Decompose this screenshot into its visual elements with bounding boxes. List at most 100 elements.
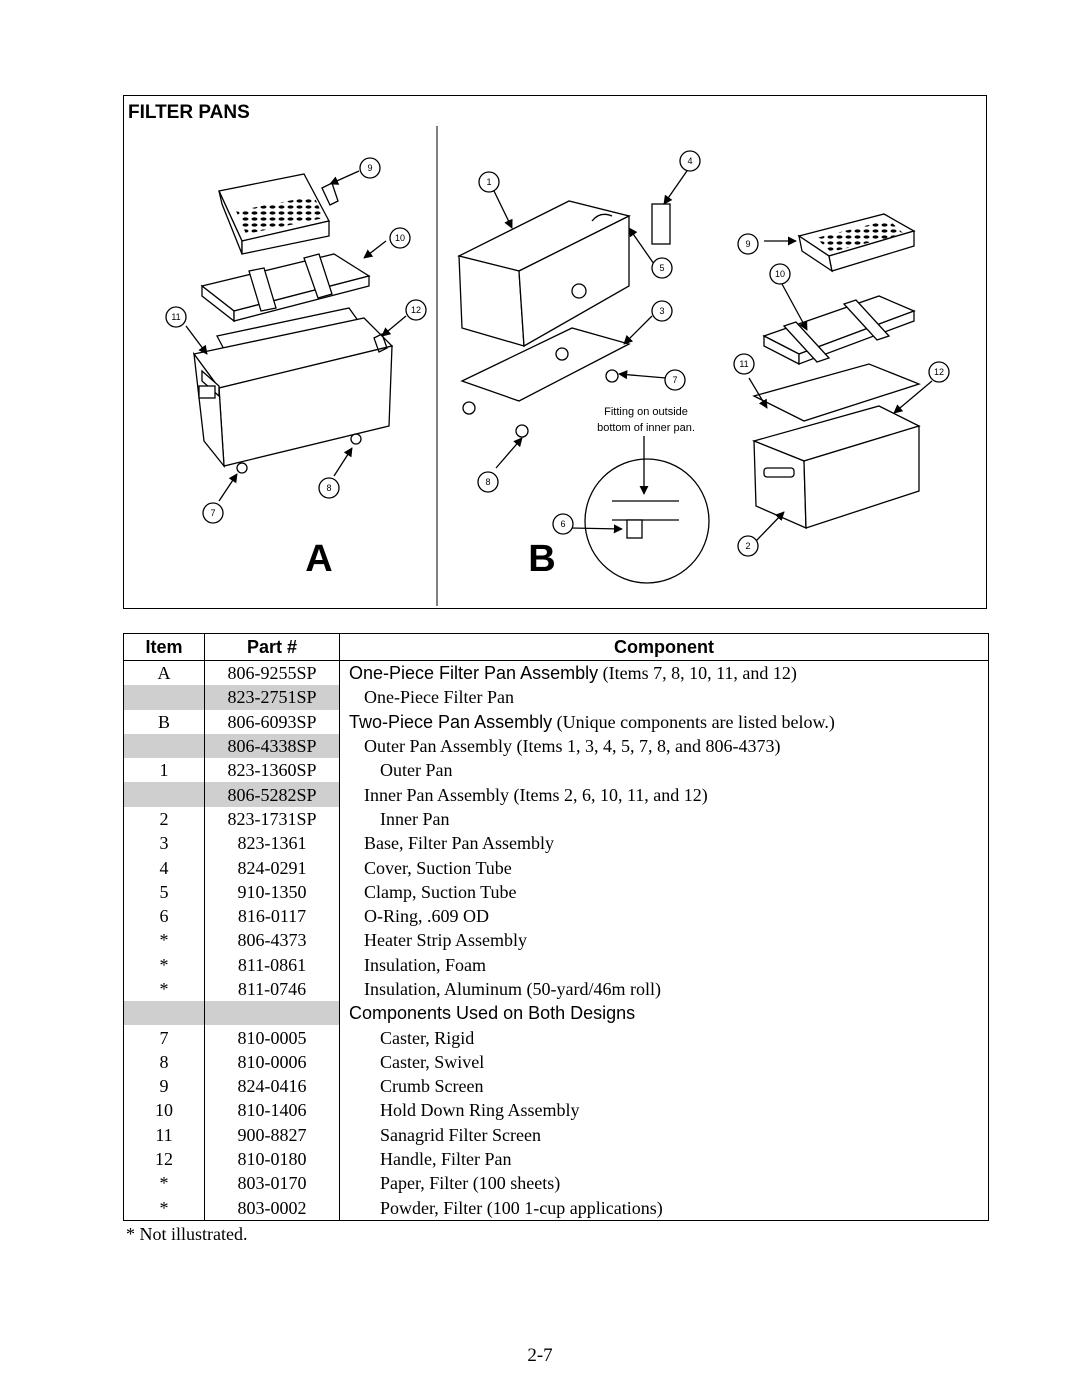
item-cell: 4 [123, 855, 205, 880]
header-item: Item [123, 633, 205, 661]
item-cell [123, 733, 205, 759]
item-cell: * [123, 928, 205, 953]
part-number-cell: 806-6093SP [204, 709, 340, 734]
component-name: Outer Pan Assembly (Items 1, 3, 4, 5, 7,… [364, 736, 781, 757]
component-name: Handle, Filter Pan [380, 1149, 512, 1170]
part-number-cell: 823-2751SP [204, 685, 340, 710]
component-cell: Crumb Screen [340, 1074, 989, 1098]
callout-a-7: 7 [210, 508, 215, 518]
callout-c-12: 12 [934, 367, 944, 377]
item-cell [123, 685, 205, 710]
component-name: Heater Strip Assembly [364, 930, 527, 951]
callout-b-7: 7 [672, 375, 677, 385]
component-cell: Components Used on Both Designs [340, 1001, 989, 1025]
component-name: Caster, Rigid [380, 1027, 475, 1048]
part-number-cell: 816-0117 [204, 903, 340, 929]
callout-a-9: 9 [367, 163, 372, 173]
part-number-cell: 824-0416 [204, 1074, 340, 1099]
callout-b-3: 3 [659, 306, 664, 316]
part-number-cell: 806-5282SP [204, 782, 340, 807]
component-name: Cover, Suction Tube [364, 857, 512, 878]
component-cell: Insulation, Foam [340, 953, 989, 977]
callout-c-11: 11 [739, 359, 748, 369]
item-cell: B [123, 709, 205, 734]
part-number-cell: 803-0170 [204, 1171, 340, 1196]
callout-a-12: 12 [411, 305, 421, 315]
exploded-parts-diagram: 9 10 11 12 8 7 A [165, 126, 950, 606]
item-cell [123, 782, 205, 807]
component-cell: Insulation, Aluminum (50-yard/46m roll) [340, 977, 989, 1001]
component-name: One-Piece Filter Pan Assembly [349, 663, 599, 684]
item-cell: * [123, 976, 205, 1002]
component-cell: Inner Pan Assembly (Items 2, 6, 10, 11, … [340, 782, 989, 806]
callout-a-8: 8 [326, 483, 331, 493]
component-name: One-Piece Filter Pan [364, 687, 514, 708]
part-number-cell: 806-9255SP [204, 660, 340, 686]
footnote: * Not illustrated. [126, 1224, 248, 1244]
component-cell: O-Ring, .609 OD [340, 904, 989, 928]
component-name: Outer Pan [380, 760, 453, 781]
part-number-cell: 824-0291 [204, 855, 340, 880]
component-cell: Caster, Swivel [340, 1050, 989, 1074]
callout-a-10: 10 [395, 233, 405, 243]
callout-b-4: 4 [687, 156, 692, 166]
component-name: Base, Filter Pan Assembly [364, 833, 554, 854]
item-cell: 12 [123, 1146, 205, 1172]
component-cell: Handle, Filter Pan [340, 1147, 989, 1171]
fitting-note-line1: Fitting on outside [604, 406, 688, 418]
component-name: Two-Piece Pan Assembly [349, 711, 553, 732]
panel-b-drawing [457, 150, 710, 584]
figure-title: FILTER PANS [128, 102, 250, 123]
component-cell: Base, Filter Pan Assembly [340, 831, 989, 855]
component-note: (Items 7, 8, 10, 11, and 12) [598, 663, 797, 684]
component-cell: One-Piece Filter Pan Assembly (Items 7, … [340, 661, 989, 686]
part-number-cell: 810-1406 [204, 1098, 340, 1123]
component-name: Caster, Swivel [380, 1051, 485, 1072]
callout-c-2: 2 [745, 541, 750, 551]
item-cell: * [123, 1171, 205, 1196]
component-note: (Unique components are listed below.) [552, 711, 835, 732]
fitting-note-line2: bottom of inner pan. [597, 422, 695, 434]
part-number-cell: 810-0180 [204, 1146, 340, 1172]
component-name: Clamp, Suction Tube [364, 881, 517, 902]
filter-pans-figure: FILTER PANS [123, 95, 987, 609]
part-number-cell: 803-0002 [204, 1195, 340, 1221]
header-part-number: Part # [204, 633, 340, 661]
part-number-cell: 823-1731SP [204, 806, 340, 832]
item-cell: 10 [123, 1098, 205, 1123]
item-cell: 5 [123, 879, 205, 904]
component-name: Components Used on Both Designs [349, 1003, 636, 1024]
table-row: Components Used on Both Designs [123, 1001, 989, 1026]
item-cell: * [123, 1195, 205, 1221]
item-cell: 11 [123, 1122, 205, 1147]
component-name: Sanagrid Filter Screen [380, 1124, 541, 1145]
part-number-cell: 811-0746 [204, 976, 340, 1002]
part-number-cell: 806-4338SP [204, 733, 340, 759]
part-number-cell: 810-0006 [204, 1049, 340, 1075]
component-name: Hold Down Ring Assembly [380, 1100, 580, 1121]
item-cell: A [123, 660, 205, 686]
component-cell: Inner Pan [340, 807, 989, 831]
part-number-cell: 900-8827 [204, 1122, 340, 1147]
component-name: Insulation, Aluminum (50-yard/46m roll) [364, 979, 661, 999]
component-cell: Caster, Rigid [340, 1025, 989, 1049]
callout-b-1: 1 [486, 177, 491, 187]
table-row: 806-4338SP Outer Pan Assembly (Items 1, 3… [123, 733, 989, 759]
item-cell: 7 [123, 1025, 205, 1050]
page-number: 2-7 [527, 1345, 553, 1366]
panel-a-letter: A [305, 538, 332, 580]
component-cell: Powder, Filter (100 1-cup applications) [340, 1196, 989, 1221]
